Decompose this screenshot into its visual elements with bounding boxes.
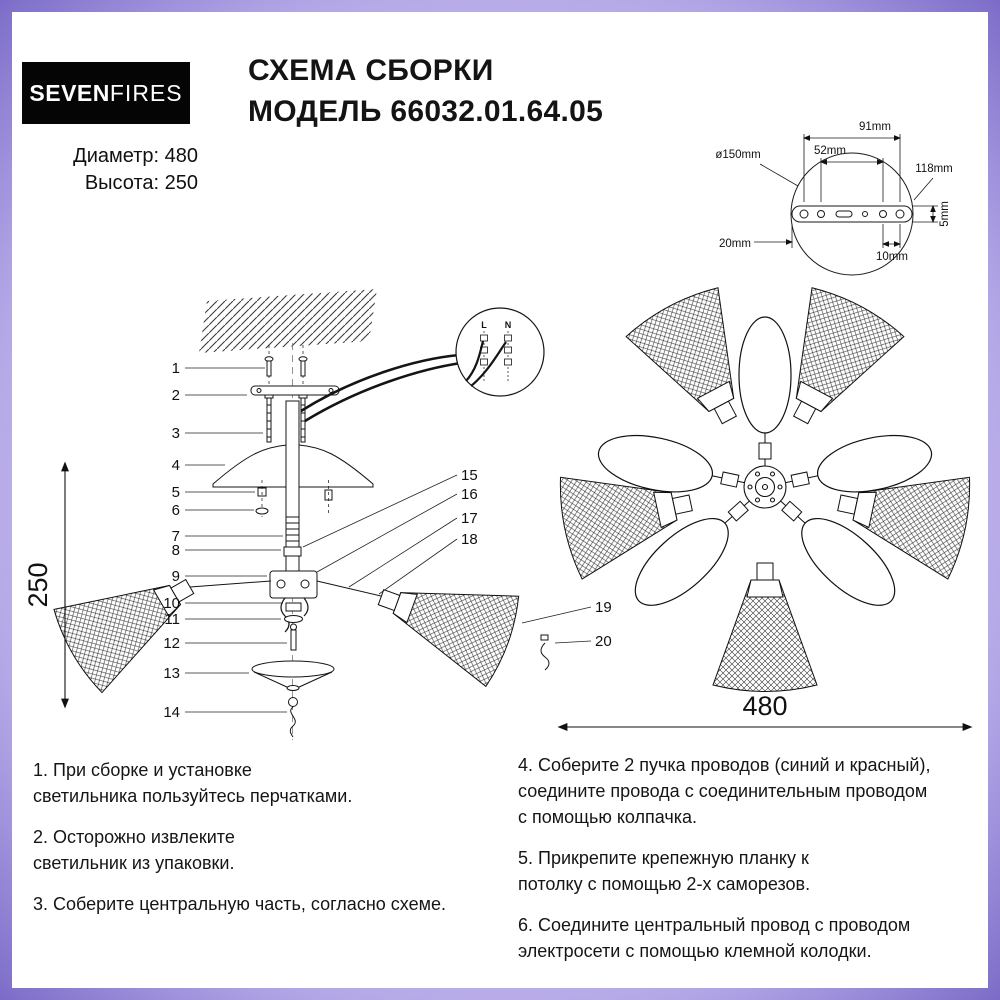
part-label-13: 13 xyxy=(163,665,180,682)
spec-diameter: Диаметр: 480 xyxy=(73,145,198,167)
instruction-line: 2. Осторожно извлеките xyxy=(33,827,235,847)
terminal-l-label: L xyxy=(481,320,487,330)
spec-block: Диаметр: 480 Высота: 250 xyxy=(20,143,198,197)
part-label-6: 6 xyxy=(172,502,180,519)
part-label-4: 4 xyxy=(172,457,180,474)
instruction-line: 1. При сборке и установке xyxy=(33,760,252,780)
exploded-view-diagram: 1 2 3 4 5 6 7 8 9 10 11 12 13 14 15 16 1… xyxy=(23,289,612,740)
width-dimension: 480 xyxy=(557,691,973,731)
part-label-17: 17 xyxy=(461,510,478,527)
instruction-line: светильник из упаковки. xyxy=(33,853,235,873)
instruction-line: соедините провода с соединительным прово… xyxy=(518,781,928,801)
leader-lines xyxy=(185,367,592,713)
instruction-line: потолку с помощью 2-х саморезов. xyxy=(518,874,811,894)
dim-52mm: 52mm xyxy=(814,145,846,157)
instruction-item-5: 5. Прикрепите крепежную планку к потолку… xyxy=(518,845,988,897)
brand-logo-primary: SEVEN xyxy=(29,79,110,106)
instruction-line: 3. Соберите центральную часть, согласно … xyxy=(33,894,446,914)
instruction-line: 6. Соедините центральный провод с провод… xyxy=(518,915,911,935)
part-label-10: 10 xyxy=(163,595,180,612)
center-hub xyxy=(743,465,787,509)
spec-height: Высота: 250 xyxy=(84,172,198,194)
bottom-hook xyxy=(288,697,298,738)
instruction-item-2: 2. Осторожно извлеките светильник из упа… xyxy=(33,824,513,876)
brand-logo-secondary: FIRES xyxy=(109,79,183,106)
hub-wires xyxy=(280,597,309,633)
instructions-left: 1. При сборке и установке светильника по… xyxy=(33,757,513,932)
top-view-diagram: 480 xyxy=(553,281,977,731)
part-label-3: 3 xyxy=(172,425,180,442)
petal-top xyxy=(738,316,792,468)
height-dimension: 250 xyxy=(23,461,69,709)
part-label-5: 5 xyxy=(172,484,180,501)
part-label-18: 18 xyxy=(461,531,478,548)
part-labels: 1 2 3 4 5 6 7 8 9 10 11 12 13 14 15 16 1… xyxy=(163,360,611,721)
part-label-14: 14 xyxy=(163,704,180,721)
part-label-16: 16 xyxy=(461,486,478,503)
page-title: СХЕМА СБОРКИ xyxy=(248,54,494,87)
part-label-12: 12 xyxy=(163,635,180,652)
instruction-line: электросети с помощью клемной колодки. xyxy=(518,941,872,961)
model-number: МОДЕЛЬ 66032.01.64.05 xyxy=(248,95,604,128)
ceiling-screws xyxy=(264,345,308,385)
terminal-detail xyxy=(455,307,545,397)
dim-118mm: 118mm xyxy=(915,163,953,175)
terminal-n-label: N xyxy=(505,320,512,330)
left-arm xyxy=(189,580,272,588)
dim-d150mm: ø150mm xyxy=(715,149,760,161)
part-label-20: 20 xyxy=(595,633,612,650)
part-label-11: 11 xyxy=(164,611,180,628)
dim-250: 250 xyxy=(23,562,53,607)
right-arm xyxy=(316,580,386,598)
dim-20mm: 20mm xyxy=(719,238,751,250)
hub-body xyxy=(269,570,318,599)
long-screws xyxy=(264,394,308,443)
instruction-line: с помощью колпачка. xyxy=(518,807,698,827)
shade-bottom xyxy=(712,562,818,692)
dim-10mm: 10mm xyxy=(876,251,908,263)
finial-stack xyxy=(284,602,303,651)
dim-5mm: 5mm xyxy=(939,201,951,227)
instruction-line: 4. Соберите 2 пучка проводов (синий и кр… xyxy=(518,755,931,775)
title-block: СХЕМА СБОРКИ МОДЕЛЬ 66032.01.64.05 xyxy=(248,50,603,132)
part-label-1: 1 xyxy=(172,360,180,377)
mounting-bar-part xyxy=(250,385,340,396)
part-label-8: 8 xyxy=(172,542,180,559)
instruction-item-6: 6. Соедините центральный провод с провод… xyxy=(518,912,988,964)
small-screw-part xyxy=(540,634,550,671)
part-label-15: 15 xyxy=(461,467,478,484)
part-label-19: 19 xyxy=(595,599,612,616)
part-label-9: 9 xyxy=(172,568,180,585)
instruction-item-4: 4. Соберите 2 пучка проводов (синий и кр… xyxy=(518,752,988,830)
side-screws xyxy=(255,480,333,517)
instruction-line: светильника пользуйтесь перчатками. xyxy=(33,786,353,806)
mounting-bar xyxy=(791,205,913,223)
bracket-dimension-lines xyxy=(754,134,938,248)
supply-wires xyxy=(300,353,462,423)
part-label-7: 7 xyxy=(172,528,180,545)
right-shade xyxy=(364,551,525,689)
instructions-right: 4. Соберите 2 пучка проводов (синий и кр… xyxy=(518,752,988,979)
instruction-item-3: 3. Соберите центральную часть, согласно … xyxy=(33,891,513,917)
instruction-item-1: 1. При сборке и установке светильника по… xyxy=(33,757,513,809)
bracket-detail-diagram: 91mm 52mm ø150mm 118mm 20mm 10mm 5mm xyxy=(715,121,953,276)
part-label-2: 2 xyxy=(172,387,180,404)
dim-480: 480 xyxy=(742,691,787,721)
bottom-dome xyxy=(251,660,335,691)
instruction-line: 5. Прикрепите крепежную планку к xyxy=(518,848,809,868)
pipe-nut xyxy=(283,546,302,557)
dim-91mm: 91mm xyxy=(859,121,891,133)
fixture-parts xyxy=(48,307,550,738)
ceiling-hatch xyxy=(199,289,377,353)
magnifier-circle xyxy=(790,152,914,276)
